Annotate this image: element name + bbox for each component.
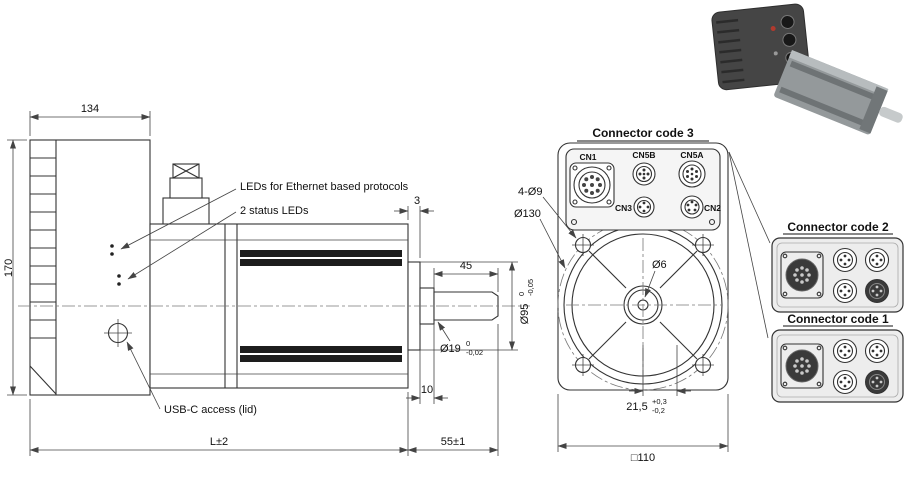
code2-title: Connector code 2: [787, 220, 889, 234]
svg-text:+0,3: +0,3: [652, 397, 667, 406]
code2-round-connector: [832, 247, 858, 273]
led-indicators: [110, 244, 121, 286]
dim-corner-holes: 4-Ø9: [518, 186, 542, 198]
connector-code2-panel: Connector code 2: [771, 220, 904, 313]
panel-screw: [708, 218, 716, 226]
dim-134: 134: [81, 103, 99, 115]
product-3d-render: [711, 3, 903, 135]
code2-round-connector: [864, 247, 890, 273]
dim-square: □110: [631, 452, 655, 464]
svg-text:0: 0: [466, 339, 470, 348]
code1-round-connector: [832, 369, 858, 395]
side-view-callouts: LEDs for Ethernet based protocols 2 stat…: [120, 181, 409, 416]
stator-band: [240, 259, 402, 266]
cn5b-connector: [632, 162, 656, 186]
code1-round-connector-capped: [865, 370, 889, 394]
svg-text:-0,02: -0,02: [466, 348, 483, 357]
label-status-leds: 2 status LEDs: [240, 205, 309, 217]
panel-link-line: [728, 151, 771, 244]
svg-text:-0,05: -0,05: [526, 279, 535, 296]
side-view-dimensions: 134 170 3 45 10: [3, 103, 535, 456]
label-usbc: USB-C access (lid): [164, 404, 257, 416]
code1-round-connector: [864, 338, 890, 364]
cn2-connector: [680, 195, 704, 219]
code1-title: Connector code 1: [787, 312, 889, 326]
front-view-title: Connector code 3: [592, 126, 694, 140]
code2-main-connector: [780, 251, 824, 299]
front-view-dimensions: 4-Ø9 Ø130 Ø6 21,5 +0,3 -0,2 □110: [514, 186, 729, 464]
dim-shaft-dia: Ø19 0 -0,02: [440, 339, 483, 357]
stator-band: [240, 346, 402, 353]
dim-10: 10: [421, 384, 433, 396]
dim-length: L±2: [210, 436, 228, 448]
dim-key: 21,5 +0,3 -0,2: [626, 397, 667, 415]
svg-text:-0,2: -0,2: [652, 406, 665, 415]
cn3-label: CN3: [615, 203, 632, 213]
code2-round-connector: [832, 278, 858, 304]
drive-heatsink: [29, 139, 151, 396]
stator-band: [240, 355, 402, 362]
dim-55: 55±1: [441, 436, 465, 448]
svg-text:Ø19: Ø19: [440, 343, 461, 355]
dim-center-hole: Ø6: [652, 259, 667, 271]
code2-round-connector-capped: [865, 279, 889, 303]
label-ethernet-leds: LEDs for Ethernet based protocols: [240, 181, 409, 193]
cn1-connector: [569, 162, 615, 208]
flange-ribs: [588, 250, 698, 360]
top-connector-block: [162, 163, 210, 231]
code1-round-connector: [832, 338, 858, 364]
cn5b-label: CN5B: [632, 150, 655, 160]
cn3-connector: [633, 196, 655, 218]
svg-text:Ø95: Ø95: [519, 304, 531, 325]
panel-link-line: [728, 151, 769, 339]
stator-band: [240, 250, 402, 257]
cn5a-connector: [678, 160, 706, 188]
svg-text:0: 0: [517, 292, 526, 296]
front-view: CN1 CN5B CN5A CN3 CN2 Connector code 3 4…: [514, 126, 729, 464]
side-view: 134 170 3 45 10: [3, 103, 535, 456]
dim-pilot-dia: Ø95 0 -0,05: [517, 279, 535, 325]
panel-screw: [570, 218, 578, 226]
code1-main-connector: [780, 343, 824, 389]
connector-code1-panel: Connector code 1: [771, 312, 904, 403]
usbc-lid: [104, 319, 132, 347]
dim-3: 3: [414, 195, 420, 207]
dim-bolt-circle: Ø130: [514, 208, 541, 220]
corner-holes: [572, 234, 714, 376]
dim-170: 170: [3, 259, 15, 277]
svg-text:21,5: 21,5: [626, 401, 647, 413]
dim-45: 45: [460, 260, 472, 272]
connector-face-code3: CN1 CN5B CN5A CN3 CN2: [565, 148, 721, 231]
cn1-label: CN1: [579, 152, 596, 162]
cn5a-label: CN5A: [680, 150, 703, 160]
cn2-label: CN2: [704, 203, 721, 213]
